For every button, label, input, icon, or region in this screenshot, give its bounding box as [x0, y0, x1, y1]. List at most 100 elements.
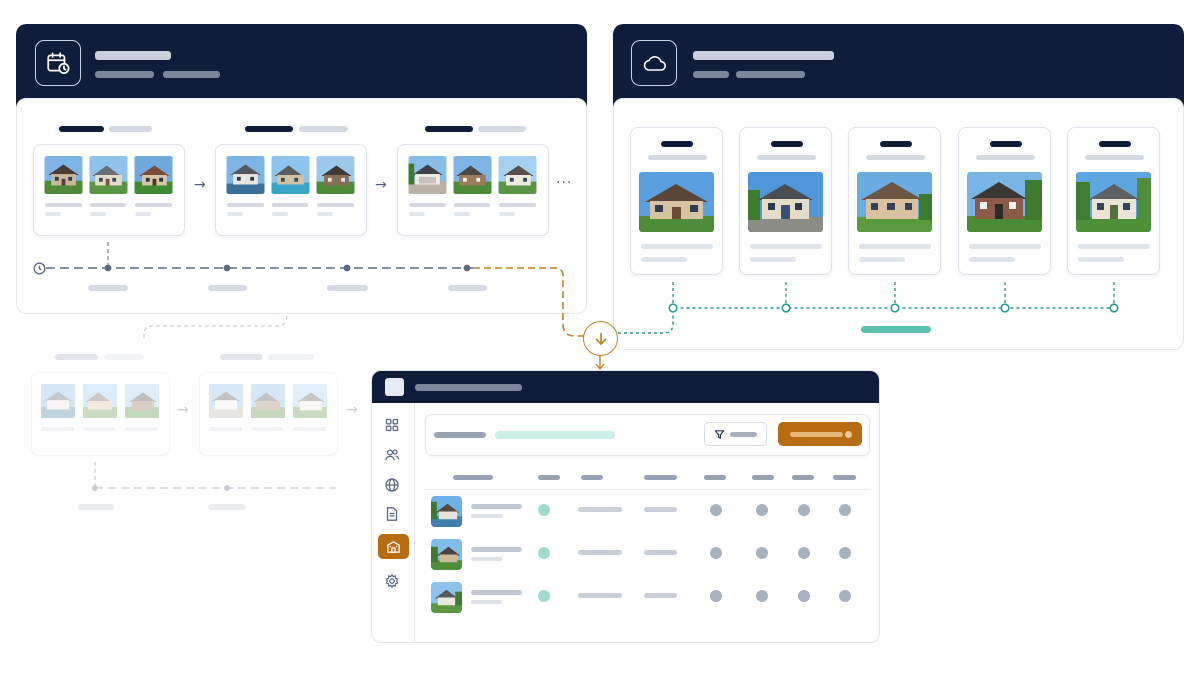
caption-line: [272, 203, 308, 207]
schedule-panel: → → ···: [16, 24, 587, 314]
flow-arrow-icon: →: [375, 177, 387, 193]
flow-arrow-icon: →: [194, 177, 206, 193]
listing-card[interactable]: [1067, 127, 1160, 275]
primary-action-button[interactable]: [778, 422, 862, 446]
flow-arrow-icon: →: [177, 402, 189, 418]
listing-subtitle: [757, 155, 816, 160]
column-header: [453, 475, 493, 480]
toolbar-label: [434, 432, 486, 438]
group-1-subheading: [109, 126, 152, 132]
house-thumbnail: [431, 496, 462, 527]
cloud-icon: [631, 40, 677, 86]
cell-indicator: [710, 504, 722, 516]
users-icon[interactable]: [384, 447, 402, 465]
document-icon[interactable]: [384, 506, 402, 524]
grid-icon[interactable]: [384, 417, 402, 435]
listing-meta: [1078, 244, 1150, 249]
cell-indicator: [798, 504, 810, 516]
listing-title: [771, 141, 803, 147]
status-indicator: [538, 590, 550, 602]
primary-button-dot: [845, 431, 852, 438]
app-sidebar: [372, 403, 415, 642]
snapshot-group-3[interactable]: [397, 144, 549, 236]
house-photo: [639, 172, 714, 232]
cell-indicator: [839, 590, 851, 602]
listing-title: [1099, 141, 1131, 147]
timeline-label: [88, 285, 128, 291]
table-row[interactable]: [425, 493, 870, 533]
row-title: [471, 504, 522, 509]
caption-line: [135, 212, 151, 216]
caption-line: [90, 212, 106, 216]
row-subtitle: [471, 600, 502, 604]
cell-indicator: [798, 590, 810, 602]
house-thumbnail: [292, 384, 328, 418]
snapshot-group-1[interactable]: [33, 144, 185, 236]
more-icon[interactable]: ···: [556, 175, 573, 191]
house-thumbnail: [44, 156, 83, 194]
listing-title: [880, 141, 912, 147]
house-thumbnail: [431, 582, 462, 613]
group-2-subheading: [299, 126, 348, 132]
cloud-panel-subtitle-2: [736, 71, 805, 78]
caption-line: [83, 427, 115, 431]
table-row[interactable]: [425, 579, 870, 619]
cell-indicator: [756, 504, 768, 516]
house-photo: [1076, 172, 1151, 232]
timeline-label: [327, 285, 368, 291]
arrow-down-circle-icon: [583, 321, 618, 356]
ghost-connector: [143, 315, 288, 338]
search-input[interactable]: [495, 431, 615, 439]
house-thumbnail: [208, 384, 244, 418]
caption-line: [227, 212, 243, 216]
schedule-panel-title: [95, 51, 171, 60]
listing-meta: [641, 244, 713, 249]
status-indicator: [538, 504, 550, 516]
listing-card[interactable]: [739, 127, 832, 275]
house-photo: [748, 172, 823, 232]
ghost-group: [31, 372, 170, 456]
timeline-label: [208, 285, 247, 291]
app-title: [415, 384, 522, 391]
listing-card[interactable]: [848, 127, 941, 275]
snapshot-group-2[interactable]: [215, 144, 367, 236]
house-thumbnail: [453, 156, 492, 194]
listing-meta: [859, 244, 931, 249]
listing-card[interactable]: [958, 127, 1051, 275]
group-2-heading: [245, 126, 293, 132]
house-thumbnail: [408, 156, 447, 194]
status-indicator: [538, 547, 550, 559]
gear-icon[interactable]: [384, 573, 402, 591]
timeline-label: [448, 285, 487, 291]
clock-icon: [33, 262, 46, 275]
cell-value: [644, 593, 677, 598]
group-3-heading: [425, 126, 473, 132]
listing-subtitle: [976, 155, 1035, 160]
house-thumbnail: [40, 384, 76, 418]
caption-line: [272, 212, 288, 216]
group-3-subheading: [478, 126, 526, 132]
caption-line: [454, 212, 470, 216]
table-row[interactable]: [425, 536, 870, 576]
cell-indicator: [798, 547, 810, 559]
filter-button[interactable]: [704, 422, 767, 446]
cloud-panel: [613, 24, 1184, 350]
cloud-panel-subtitle: [693, 71, 729, 78]
listing-meta: [969, 244, 1041, 249]
caption-line: [45, 212, 61, 216]
cell-value: [644, 550, 677, 555]
building-icon[interactable]: [378, 534, 409, 559]
listing-card[interactable]: [630, 127, 723, 275]
cell-indicator: [710, 590, 722, 602]
cell-indicator: [756, 590, 768, 602]
cell-value: [578, 507, 622, 512]
app-window: [371, 370, 880, 643]
row-subtitle: [471, 514, 502, 518]
listing-subtitle: [866, 155, 925, 160]
ghost-heading: [55, 354, 98, 360]
caption-line: [409, 212, 425, 216]
listing-title: [990, 141, 1022, 147]
globe-icon[interactable]: [384, 477, 402, 495]
column-header: [704, 475, 726, 480]
column-header: [752, 475, 774, 480]
